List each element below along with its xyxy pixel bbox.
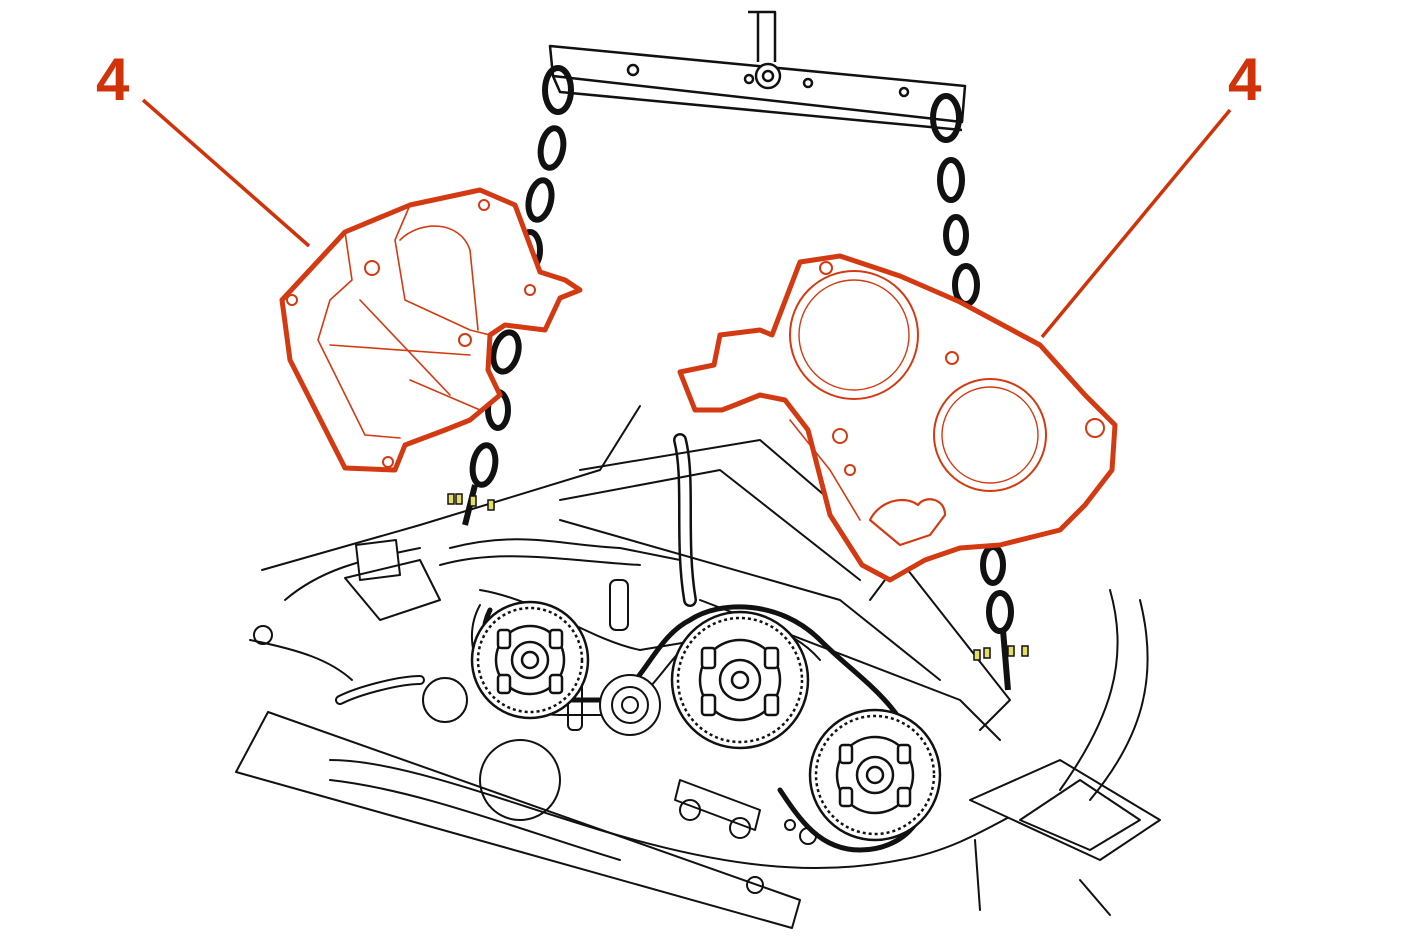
callout-leaders bbox=[141, 98, 1232, 339]
leader-left bbox=[141, 98, 311, 248]
left-timing-belt-cover bbox=[279, 187, 583, 473]
right-cam-pulley bbox=[808, 708, 942, 842]
bolt-right bbox=[973, 645, 1029, 661]
lifting-beam bbox=[548, 10, 967, 132]
right-timing-belt-cover bbox=[677, 253, 1118, 583]
center-cam-pulley bbox=[670, 610, 810, 750]
leader-right bbox=[1040, 108, 1232, 339]
callout-number-right: 4 bbox=[1228, 46, 1262, 113]
left-cam-pulley bbox=[470, 600, 590, 720]
bolt-left bbox=[447, 493, 495, 511]
callout-number-left: 4 bbox=[96, 46, 130, 113]
